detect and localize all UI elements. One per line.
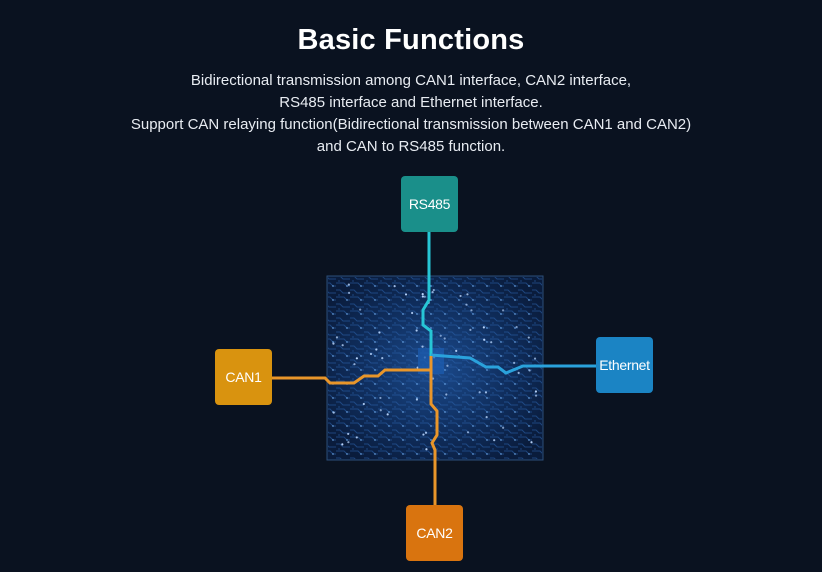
board-dot bbox=[466, 431, 470, 434]
board-dot bbox=[455, 349, 458, 353]
board-dot bbox=[482, 326, 485, 329]
board-dot bbox=[445, 393, 448, 396]
board-dot bbox=[332, 342, 335, 345]
description-line: RS485 interface and Ethernet interface. bbox=[279, 94, 543, 111]
page-title: Basic Functions bbox=[297, 24, 525, 56]
board-dot bbox=[424, 431, 428, 434]
rs485-node[interactable]: RS485 bbox=[401, 176, 458, 232]
board-dot bbox=[362, 402, 365, 406]
board-dot bbox=[355, 436, 358, 439]
board-dot bbox=[411, 311, 414, 315]
board-dot bbox=[347, 291, 351, 294]
board-dot bbox=[470, 309, 473, 312]
board-dot bbox=[421, 293, 424, 296]
rs485-label: RS485 bbox=[408, 196, 451, 212]
ethernet-link bbox=[430, 353, 596, 375]
board-dot bbox=[386, 413, 389, 416]
board-dot bbox=[432, 288, 435, 292]
board-dot bbox=[490, 341, 493, 344]
board-dot bbox=[431, 291, 434, 294]
can2-label: CAN2 bbox=[416, 525, 453, 541]
board-dot bbox=[341, 344, 344, 347]
description: Bidirectional transmission among CAN1 in… bbox=[0, 70, 822, 158]
description-line: and CAN to RS485 function. bbox=[316, 138, 506, 155]
description-line: Support CAN relaying function(Bidirectio… bbox=[130, 116, 692, 133]
board-dot bbox=[378, 331, 381, 334]
board-dot bbox=[415, 398, 419, 401]
board-dot bbox=[347, 441, 350, 444]
board-dot bbox=[341, 443, 344, 446]
board-dot bbox=[469, 328, 472, 331]
board-dot bbox=[379, 409, 382, 412]
rs485-link bbox=[421, 232, 433, 360]
board-dot bbox=[515, 325, 518, 329]
board-dot bbox=[485, 416, 488, 419]
board-dot bbox=[425, 448, 428, 451]
board-dot bbox=[530, 441, 533, 444]
board-dot bbox=[534, 390, 538, 393]
board-dot bbox=[528, 369, 531, 372]
board-dot bbox=[513, 361, 516, 365]
board-dot bbox=[355, 357, 358, 360]
can2-node[interactable]: CAN2 bbox=[406, 505, 463, 561]
board-dot bbox=[459, 294, 462, 298]
board-dot bbox=[332, 411, 335, 414]
board-dot bbox=[421, 345, 424, 348]
board-dot bbox=[422, 433, 425, 436]
board-dots bbox=[332, 283, 538, 451]
board-dot bbox=[484, 391, 488, 394]
board-dot bbox=[533, 357, 537, 360]
board-dot bbox=[443, 337, 446, 340]
board-dot bbox=[517, 371, 520, 374]
board-dot bbox=[466, 293, 469, 296]
board-dot bbox=[478, 391, 481, 394]
board-dot bbox=[439, 334, 442, 337]
board-dot bbox=[423, 295, 426, 298]
board-dot bbox=[415, 329, 418, 332]
board-dot bbox=[465, 303, 468, 306]
board-dot bbox=[347, 283, 350, 286]
board-dot bbox=[502, 426, 505, 429]
board-dot bbox=[353, 363, 356, 366]
board-dot bbox=[335, 336, 339, 339]
can1-link bbox=[272, 368, 431, 385]
board-dot bbox=[375, 348, 378, 351]
board-dot bbox=[379, 396, 382, 400]
board-dot bbox=[421, 295, 424, 298]
board-dot bbox=[501, 309, 505, 312]
board-dot bbox=[393, 285, 396, 288]
board-dot bbox=[446, 364, 449, 367]
board-dot bbox=[369, 352, 373, 356]
can1-node[interactable]: CAN1 bbox=[215, 349, 272, 405]
board-dot bbox=[359, 308, 362, 311]
description-line: Bidirectional transmission among CAN1 in… bbox=[190, 72, 632, 89]
board-dot bbox=[347, 432, 350, 436]
board-dot bbox=[534, 394, 538, 397]
circuit-board bbox=[326, 275, 544, 461]
board-dot bbox=[527, 336, 530, 339]
board-dot bbox=[381, 357, 384, 360]
ethernet-node[interactable]: Ethernet bbox=[596, 337, 653, 393]
can1-label: CAN1 bbox=[225, 369, 262, 385]
board-dot bbox=[404, 293, 408, 296]
board-dot bbox=[483, 338, 486, 341]
can2-link bbox=[429, 356, 439, 507]
ethernet-label: Ethernet bbox=[599, 357, 650, 373]
board-dot bbox=[493, 439, 496, 442]
